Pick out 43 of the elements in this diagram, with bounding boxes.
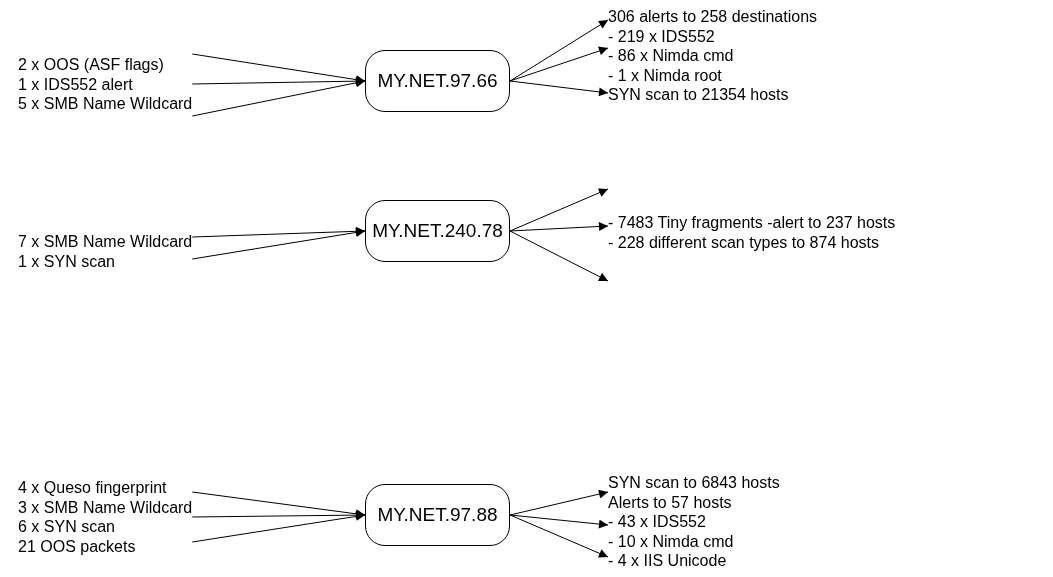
host-box [365,484,510,546]
event-text: Alerts to 57 hosts [608,492,733,513]
event-text: 7 x SMB Name Wildcard [18,231,193,251]
event-text: - 228 different scan types to 874 hosts [608,232,880,252]
event-text: - 86 x Nimda cmd [608,46,735,66]
event-text: - 7483 Tiny fragments -alert to 237 hosts [608,212,897,232]
arrow [509,514,609,558]
event-text: SYN scan to 21354 hosts [608,85,790,105]
event-text: 4 x Queso fingerprint [18,478,168,498]
event-text: 21 OOS packets [18,536,137,556]
event-text: 2 x OOS (ASF flags) [18,54,165,75]
arrow [191,226,366,238]
arrow [191,511,366,543]
host-label: MY.NET.240.78 [372,220,503,242]
arrow [191,53,366,85]
arrow [191,76,366,86]
arrow [509,188,609,232]
arrow [509,230,609,282]
arrow [191,78,366,117]
arrow [191,510,366,520]
host-label: MY.NET.97.66 [377,70,498,92]
arrow [509,221,609,232]
event-text: 306 alerts to 258 destinations [608,7,818,27]
event-text: 3 x SMB Name Wildcard [18,497,193,517]
event-text: 1 x IDS552 alert [18,74,134,94]
event-text: 5 x SMB Name Wildcard [18,93,193,114]
host-box [365,50,510,112]
arrow [509,80,609,97]
event-text: - 219 x IDS552 [608,26,716,47]
host-box [365,200,510,262]
arrow [509,514,609,529]
arrow [509,19,609,82]
host-label: MY.NET.97.88 [377,504,498,526]
event-text: 1 x SYN scan [18,251,116,271]
event-text: 6 x SYN scan [18,517,116,537]
arrow [509,489,609,516]
arrow [509,46,609,82]
arrow [191,228,366,260]
event-text: - 4 x IIS Unicode [608,551,728,571]
event-text: - 1 x Nimda root [608,65,723,86]
event-text: - 10 x Nimda cmd [608,531,735,552]
event-text: - 43 x IDS552 [608,512,707,532]
event-text: SYN scan to 6843 hosts [608,473,780,493]
